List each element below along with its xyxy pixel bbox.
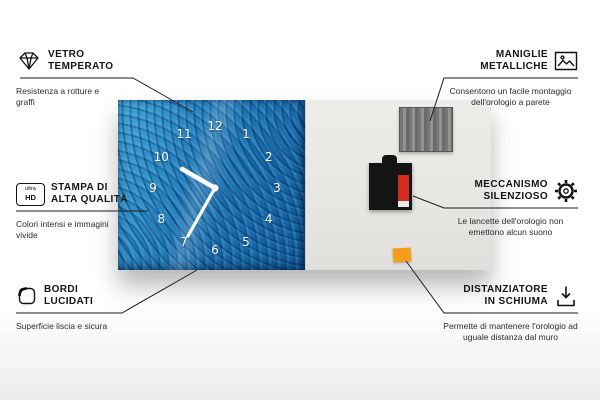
battery [398, 175, 409, 201]
ultra-hd-icon: ultra HD [16, 182, 45, 206]
clock-number: 5 [242, 234, 250, 249]
foam-spacer [392, 247, 412, 263]
clock-number: 1 [242, 127, 250, 142]
callout-title: STAMPA DI ALTA QUALITÀ [51, 181, 128, 206]
clock-number: 6 [211, 243, 219, 257]
ultra-hd-icon-top: ultra [25, 186, 36, 192]
clock-hands [179, 166, 219, 238]
clock-number: 2 [264, 150, 273, 164]
callout-title: VETRO TEMPERATO [48, 48, 114, 73]
clock-number: 3 [273, 181, 281, 195]
clock-number: 9 [149, 181, 157, 195]
clock-number: 8 [157, 212, 166, 226]
callout-stampa-alta-qualita: ultra HD STAMPA DI ALTA QUALITÀ Colori i… [16, 177, 134, 242]
callout-description: Colori intensi e immagini vivide [16, 219, 109, 241]
callout-description: Consentono un facile montaggio dell'orol… [449, 86, 572, 108]
callout-description: Superficie liscia e sicura [16, 321, 108, 331]
ultra-hd-icon-bottom: HD [25, 192, 36, 202]
callout-description: Permette di mantenere l'orologio ad ugua… [443, 321, 578, 343]
callout-title: BORDI LUCIDATI [44, 283, 94, 308]
callout-meccanismo-silenzioso: MECCANISMO SILENZIOSO [443, 174, 578, 239]
clock-back-panel [305, 100, 491, 270]
callout-title: MECCANISMO SILENZIOSO [474, 178, 548, 203]
callout-title: DISTANZIATORE IN SCHIUMA [463, 283, 548, 308]
clock-number: 10 [153, 150, 169, 164]
callout-description: Resistenza a rotture e graffi [16, 86, 100, 108]
mechanism-hanger [382, 155, 397, 163]
clock-number: 7 [180, 234, 188, 249]
callout-distanziatore-schiuma: DISTANZIATORE IN SCHIUMA Permette di man… [443, 279, 578, 344]
callout-bordi-lucidati: BORDI LUCIDATI Superficie liscia e sicur… [16, 279, 134, 332]
callout-maniglie-metalliche: MANIGLIE METALLICHE Consentono un facile… [443, 44, 578, 109]
clock-mechanism [369, 155, 412, 210]
callout-description: Le lancette dell'orologio non emettono a… [457, 216, 564, 238]
diamond-icon [16, 50, 42, 72]
gear-icon [554, 179, 578, 203]
clock-number: 4 [264, 212, 273, 226]
foam-spacer-icon [554, 284, 578, 308]
callout-title: MANIGLIE METALLICHE [480, 48, 548, 73]
clock-number: 11 [176, 127, 192, 142]
callout-vetro-temperato: VETRO TEMPERATO Resistenza a rotture e g… [16, 44, 134, 109]
polished-edges-icon [16, 285, 38, 307]
battery-cap [398, 201, 409, 207]
metal-mounting-plate [399, 107, 453, 152]
wall-frame-icon [554, 51, 578, 71]
clock-number: 12 [207, 119, 223, 133]
